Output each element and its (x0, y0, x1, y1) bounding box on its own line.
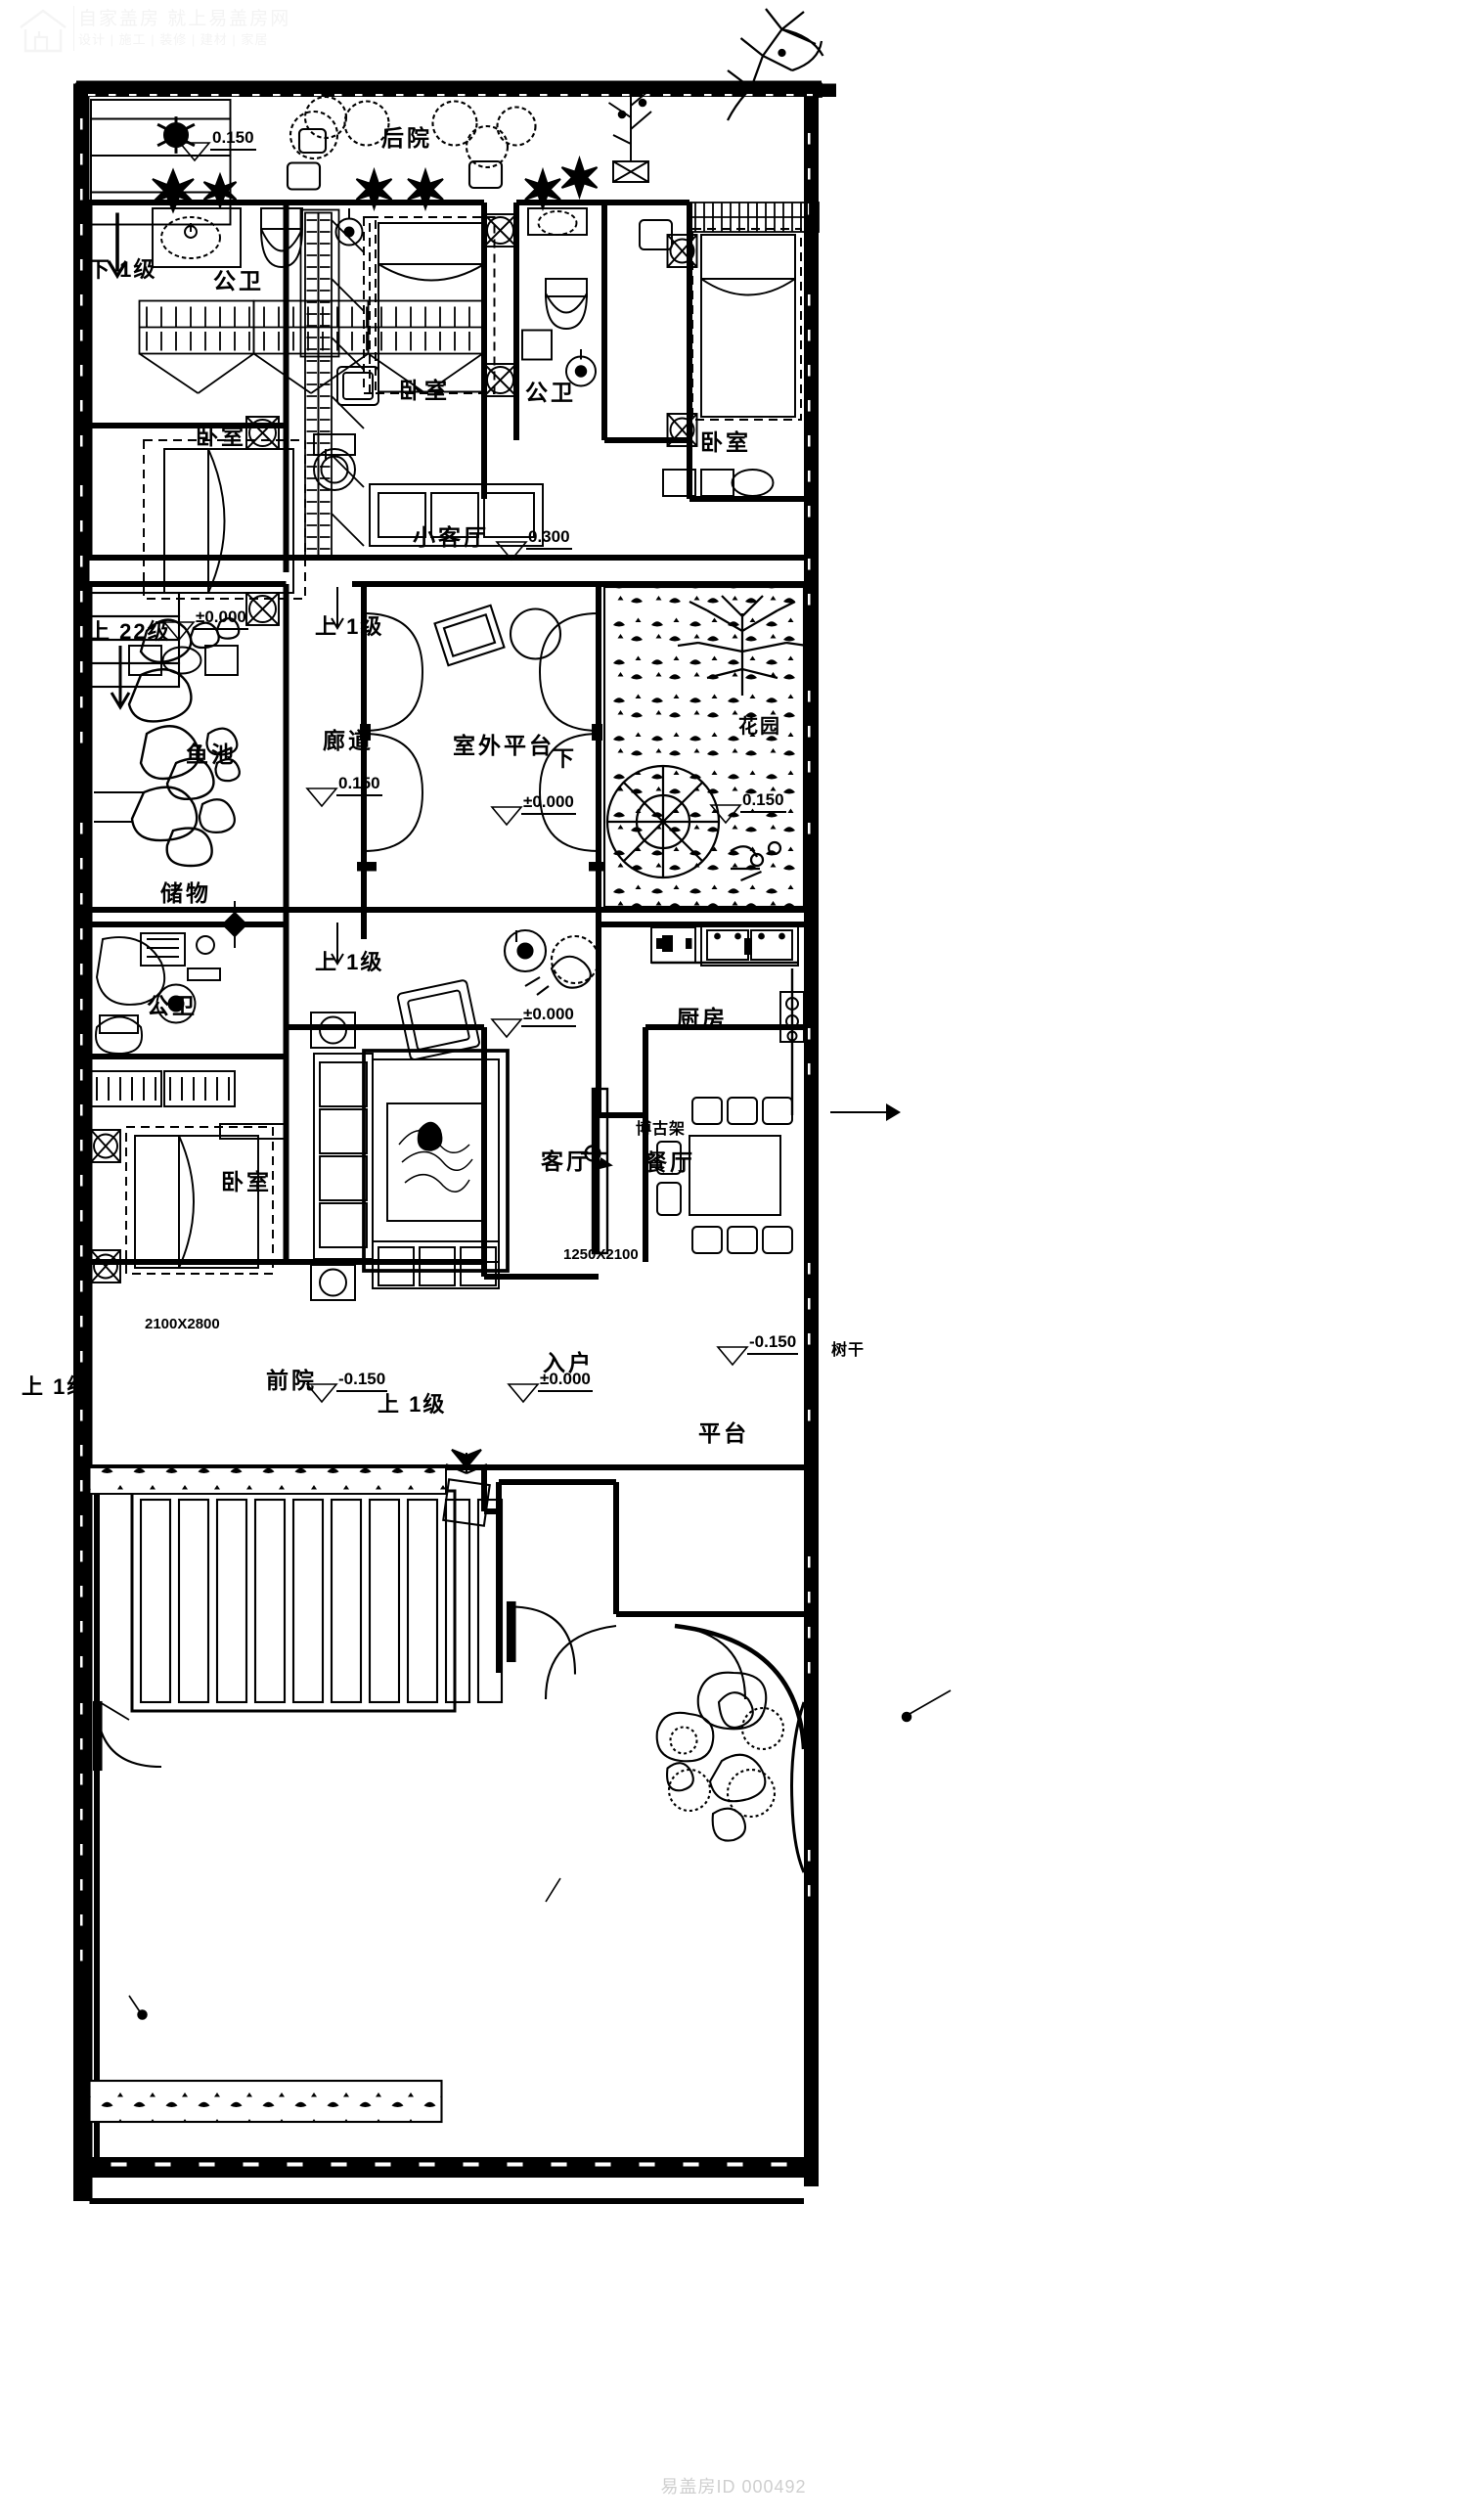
site-watermark: 自家盖房 就上易盖房网 设计 | 施工 | 装修 | 建材 | 家居 (18, 4, 340, 55)
elevation-front-yard: -0.150 (336, 1370, 388, 1392)
room-label-bedroom-ne: 卧室 (700, 429, 751, 455)
elevation-garden: 0.150 (740, 790, 786, 813)
room-label-living-room: 客厅 (541, 1148, 592, 1174)
room-label-corridor: 廊道 (323, 728, 374, 753)
step-note-up-stair: 上 22级 (88, 619, 171, 644)
room-label-public-bath-3: 公卫 (147, 993, 198, 1018)
house-outline-icon (20, 9, 67, 53)
elevation-small-living: 0.300 (526, 527, 572, 550)
elevation-backyard: 0.150 (210, 128, 256, 151)
elevation-terrace: -0.150 (747, 1332, 799, 1355)
elevation-kitchen: ±0.000 (521, 1005, 576, 1027)
floor-plan-drawing (73, 8, 952, 2204)
dimension-garage-door: 2100X2800 (145, 1316, 220, 1332)
step-note-up-mid: 上 1级 (315, 950, 384, 974)
room-label-kitchen: 厨房 (677, 1006, 728, 1031)
elevation-entry: ±0.000 (538, 1370, 593, 1392)
watermark-line-1: 自家盖房 就上易盖房网 (78, 9, 291, 29)
step-note-up-front-right: 上 1级 (378, 1392, 447, 1417)
step-note-up-hall: 上 1级 (315, 614, 384, 639)
dimension-entry-door: 1250X2100 (563, 1246, 639, 1263)
step-note-down-bath: 下 1级 (88, 257, 157, 282)
room-label-small-living: 小客厅 (413, 524, 489, 550)
elevation-deck: ±0.000 (521, 792, 576, 815)
image-id-caption: 易盖房ID 000492 (660, 2477, 807, 2497)
room-label-dining-room: 餐厅 (645, 1149, 695, 1175)
step-note-up-front-left: 上 1级 (22, 1374, 91, 1399)
room-label-bedroom-nw: 卧室 (196, 424, 246, 449)
elevation-corridor: 0.150 (336, 774, 382, 796)
room-label-public-bath-2: 公卫 (525, 380, 576, 405)
room-label-bedroom-north: 卧室 (399, 378, 450, 403)
room-label-bedroom-south: 卧室 (221, 1169, 272, 1194)
room-label-outdoor-deck: 室外平台 (453, 733, 555, 758)
room-label-public-bath-1: 公卫 (213, 268, 264, 293)
room-label-backyard: 后院 (381, 125, 432, 151)
room-label-entry: 入户 (543, 1350, 594, 1375)
watermark-line-2: 设计 | 施工 | 装修 | 建材 | 家居 (78, 32, 269, 47)
plan-svg (73, 8, 952, 2204)
room-label-storage: 储物 (160, 880, 211, 906)
room-label-fish-pond: 鱼池 (186, 742, 237, 767)
callout-tree-trunk: 树干 (831, 1342, 866, 1359)
callout-antique-shelf: 博古架 (636, 1121, 687, 1138)
room-label-terrace: 平台 (698, 1420, 749, 1446)
watermark-divider (73, 6, 74, 51)
step-note-down-garden: 下 (553, 746, 577, 771)
room-label-front-yard: 前院 (266, 1368, 317, 1393)
elevation-hall-zero: ±0.000 (194, 608, 248, 630)
room-label-garden: 花园 (738, 716, 781, 738)
